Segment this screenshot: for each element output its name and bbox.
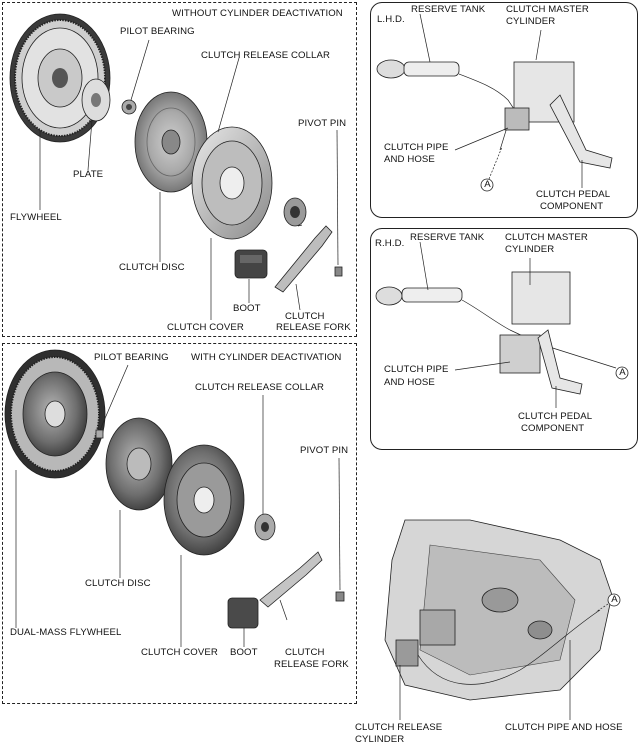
rhd-pedal-label-1: CLUTCH PEDAL (518, 411, 593, 422)
lhd-clutch-master-label-1: CLUTCH MASTER (506, 4, 589, 15)
without-panel-title: WITHOUT CYLINDER DEACTIVATION (172, 8, 343, 19)
without-release-fork-label-2: RELEASE FORK (276, 322, 351, 333)
without-deactivation-panel (2, 2, 357, 337)
with-deactivation-panel (2, 343, 357, 704)
with-dual-mass-flywheel-label: DUAL-MASS FLYWHEEL (10, 627, 122, 638)
lhd-pedal-label-1: CLUTCH PEDAL (536, 189, 611, 200)
with-clutch-cover-label: CLUTCH COVER (141, 647, 218, 658)
rhd-pedal-label-2: COMPONENT (521, 423, 585, 434)
lhd-clutch-master-label-2: CYLINDER (506, 16, 556, 27)
lhd-clutch-pedal (549, 94, 613, 169)
lhd-reserve-tank (376, 59, 460, 79)
without-clutch-cover-label: CLUTCH COVER (167, 322, 244, 333)
without-release-fork-label-1: CLUTCH (285, 311, 325, 322)
lhd-clutch-pipe-label-1: CLUTCH PIPE (384, 142, 449, 153)
dual-mass-flywheel (4, 349, 106, 479)
lhd-marker-circle (480, 178, 494, 192)
clutch-disc-2 (105, 417, 173, 511)
rhd-marker-label: A (619, 367, 626, 378)
without-plate-label: PLATE (73, 169, 104, 180)
release-cylinder-label-2: CYLINDER (355, 734, 405, 745)
plate (81, 78, 111, 122)
rhd-clutch-pipe-label-2: AND HOSE (384, 377, 435, 388)
lhd-marker-label: A (484, 179, 491, 190)
rhd-clutch-master-label-2: CYLINDER (505, 244, 555, 255)
clutch-cover (191, 126, 273, 240)
with-pivot-pin-label: PIVOT PIN (300, 445, 349, 456)
rhd-clutch-pedal (537, 329, 583, 395)
rhd-panel (370, 228, 638, 450)
with-clutch-disc-label: CLUTCH DISC (85, 578, 151, 589)
release-cylinder-label-1: CLUTCH RELEASE (355, 722, 443, 733)
with-release-fork-label-1: CLUTCH (285, 647, 325, 658)
rhd-clutch-master-label-1: CLUTCH MASTER (505, 232, 588, 243)
pipe-and-hose-label: CLUTCH PIPE AND HOSE (505, 722, 623, 733)
rhd-marker-circle (615, 366, 629, 380)
without-boot-label: BOOT (233, 303, 261, 314)
without-flywheel-label: FLYWHEEL (10, 212, 62, 223)
with-release-collar-label: CLUTCH RELEASE COLLAR (195, 382, 324, 393)
boot (234, 249, 268, 279)
lhd-panel (370, 2, 638, 218)
clutch-release-cylinder (395, 639, 419, 667)
without-release-collar-label: CLUTCH RELEASE COLLAR (201, 50, 330, 61)
rhd-reserve-tank-label: RESERVE TANK (410, 232, 485, 243)
rhd-side-label: R.H.D. (375, 238, 405, 249)
with-release-fork-label-2: RELEASE FORK (274, 659, 349, 670)
pilot-bearing (121, 99, 137, 115)
clutch-cover-2 (163, 444, 245, 556)
boot-2 (227, 597, 259, 629)
pivot-pin (334, 266, 343, 277)
transaxle-marker-label: A (611, 594, 618, 605)
rhd-reserve-tank (375, 286, 463, 306)
with-panel-title: WITH CYLINDER DEACTIVATION (191, 352, 342, 363)
without-pivot-pin-label: PIVOT PIN (298, 118, 347, 129)
lhd-pedal-label-2: COMPONENT (540, 201, 604, 212)
rhd-clutch-master-cylinder (499, 271, 571, 374)
rhd-clutch-pipe-label-1: CLUTCH PIPE (384, 364, 449, 375)
clutch-release-fork-2 (259, 551, 323, 608)
without-clutch-disc-label: CLUTCH DISC (119, 262, 185, 273)
with-pilot-bearing-label: PILOT BEARING (94, 352, 169, 363)
flywheel (9, 13, 111, 143)
lhd-reserve-tank-label: RESERVE TANK (411, 4, 486, 15)
without-pilot-bearing-label: PILOT BEARING (120, 26, 195, 37)
lhd-clutch-pipe-label-2: AND HOSE (384, 154, 435, 165)
clutch-release-collar (283, 197, 307, 227)
pilot-bearing-2 (95, 429, 104, 439)
clutch-release-fork (274, 225, 333, 293)
transaxle-assembly (384, 519, 613, 701)
lhd-side-label: L.H.D. (377, 14, 405, 25)
pivot-pin-2 (335, 591, 345, 602)
with-boot-label: BOOT (230, 647, 258, 658)
transaxle-marker-circle (607, 593, 621, 607)
clutch-release-collar-2 (254, 513, 276, 541)
